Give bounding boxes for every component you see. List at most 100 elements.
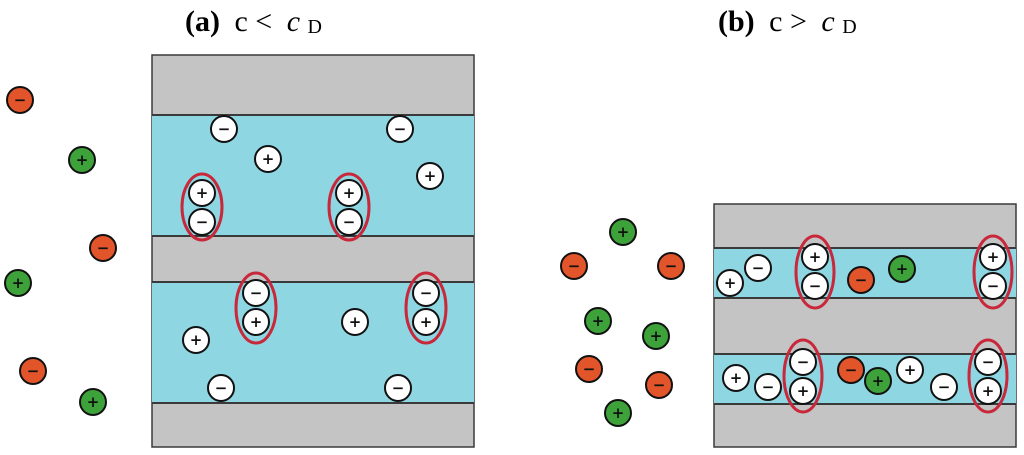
plus-sign: +: [196, 184, 209, 202]
minus-sign: −: [394, 120, 407, 138]
confined-positive-ion: +: [335, 179, 363, 207]
plus-sign: +: [420, 313, 433, 331]
panel-b-title: (b) c > c D: [718, 5, 857, 38]
free-positive-ion: +: [4, 269, 32, 297]
minus-sign: −: [665, 257, 678, 275]
free-negative-ion: −: [575, 355, 603, 383]
plus-sign: +: [797, 382, 810, 400]
panel-b-var: c: [821, 5, 834, 38]
minus-sign: −: [97, 239, 110, 257]
plus-sign: +: [87, 393, 100, 411]
confined-negative-ion: −: [384, 374, 412, 402]
confined-positive-ion: +: [188, 179, 216, 207]
minus-sign: −: [938, 378, 951, 396]
minus-sign: −: [982, 353, 995, 371]
minus-sign: −: [809, 277, 822, 295]
minus-sign: −: [845, 361, 858, 379]
confined-negative-ion: −: [210, 115, 238, 143]
minus-sign: −: [653, 376, 666, 394]
panel-b-tag: (b): [718, 5, 755, 38]
plus-sign: +: [650, 327, 663, 345]
confined-positive-ion: +: [716, 269, 744, 297]
ion-pair-ring: [404, 271, 448, 345]
plus-sign: +: [76, 151, 89, 169]
confined-positive-ion: +: [789, 377, 817, 405]
plus-sign: +: [896, 260, 909, 278]
confined-positive-ion: +: [979, 243, 1007, 271]
plus-sign: +: [592, 312, 605, 330]
confined-negative-ion: −: [412, 279, 440, 307]
minus-sign: −: [27, 362, 40, 380]
confined-negative-ion: −: [930, 373, 958, 401]
panel-a-title: (a) c < c D: [185, 5, 322, 38]
free-negative-ion: −: [657, 252, 685, 280]
panel-a-condition: c <: [234, 5, 272, 38]
ion-pair-ring: [782, 338, 824, 414]
confined-negative-ion: −: [974, 348, 1002, 376]
plus-sign: +: [12, 274, 25, 292]
free-positive-ion: +: [864, 367, 892, 395]
free-positive-ion: +: [68, 146, 96, 174]
free-negative-ion: −: [560, 252, 588, 280]
confined-negative-ion: −: [789, 348, 817, 376]
minus-sign: −: [855, 271, 868, 289]
confined-negative-ion: −: [207, 374, 235, 402]
plus-sign: +: [617, 223, 630, 241]
minus-sign: −: [583, 360, 596, 378]
ion-pair-ring: [234, 271, 278, 345]
minus-sign: −: [762, 378, 775, 396]
panel-b-wall: [713, 203, 1017, 448]
panel-b-subscript: D: [842, 16, 856, 38]
plus-sign: +: [343, 184, 356, 202]
minus-sign: −: [752, 259, 765, 277]
confined-positive-ion: +: [182, 326, 210, 354]
ion-pair-ring: [967, 338, 1009, 414]
confined-negative-ion: −: [335, 208, 363, 236]
ions: − + − + − + − + − + + − + − − + − + + + …: [4, 86, 1007, 427]
confined-negative-ion: −: [754, 373, 782, 401]
panel-a-subscript: D: [308, 16, 322, 38]
plus-sign: +: [190, 331, 203, 349]
plus-sign: +: [250, 313, 263, 331]
confined-positive-ion: +: [242, 308, 270, 336]
confined-positive-ion: +: [896, 356, 924, 384]
minus-sign: −: [218, 120, 231, 138]
panel-a-pore: [151, 54, 475, 448]
free-positive-ion: +: [79, 388, 107, 416]
plus-sign: +: [262, 150, 275, 168]
minus-sign: −: [250, 284, 263, 302]
plus-sign: +: [872, 372, 885, 390]
minus-sign: −: [215, 379, 228, 397]
confined-negative-ion: −: [386, 115, 414, 143]
minus-sign: −: [196, 213, 209, 231]
free-negative-ion: −: [6, 86, 34, 114]
free-positive-ion: +: [642, 322, 670, 350]
free-positive-ion: +: [604, 399, 632, 427]
minus-sign: −: [568, 257, 581, 275]
panel-a-var: c: [287, 5, 300, 38]
minus-sign: −: [420, 284, 433, 302]
ion-pair-ring: [794, 234, 836, 310]
confined-negative-ion: −: [242, 279, 270, 307]
minus-sign: −: [797, 353, 810, 371]
plus-sign: +: [904, 361, 917, 379]
panel-a-tag: (a): [185, 5, 220, 38]
free-negative-ion: −: [837, 356, 865, 384]
confined-negative-ion: −: [188, 208, 216, 236]
minus-sign: −: [392, 379, 405, 397]
plus-sign: +: [349, 313, 362, 331]
plus-sign: +: [612, 404, 625, 422]
minus-sign: −: [987, 277, 1000, 295]
confined-positive-ion: +: [412, 308, 440, 336]
ion-pair-rings: [180, 172, 1014, 414]
panel-b-pore: [713, 203, 1017, 448]
confined-positive-ion: +: [801, 243, 829, 271]
free-negative-ion: −: [19, 357, 47, 385]
free-positive-ion: +: [584, 307, 612, 335]
ion-pair-ring: [180, 172, 224, 242]
ion-pair-ring: [972, 234, 1014, 310]
plus-sign: +: [982, 382, 995, 400]
minus-sign: −: [343, 213, 356, 231]
confined-negative-ion: −: [979, 272, 1007, 300]
